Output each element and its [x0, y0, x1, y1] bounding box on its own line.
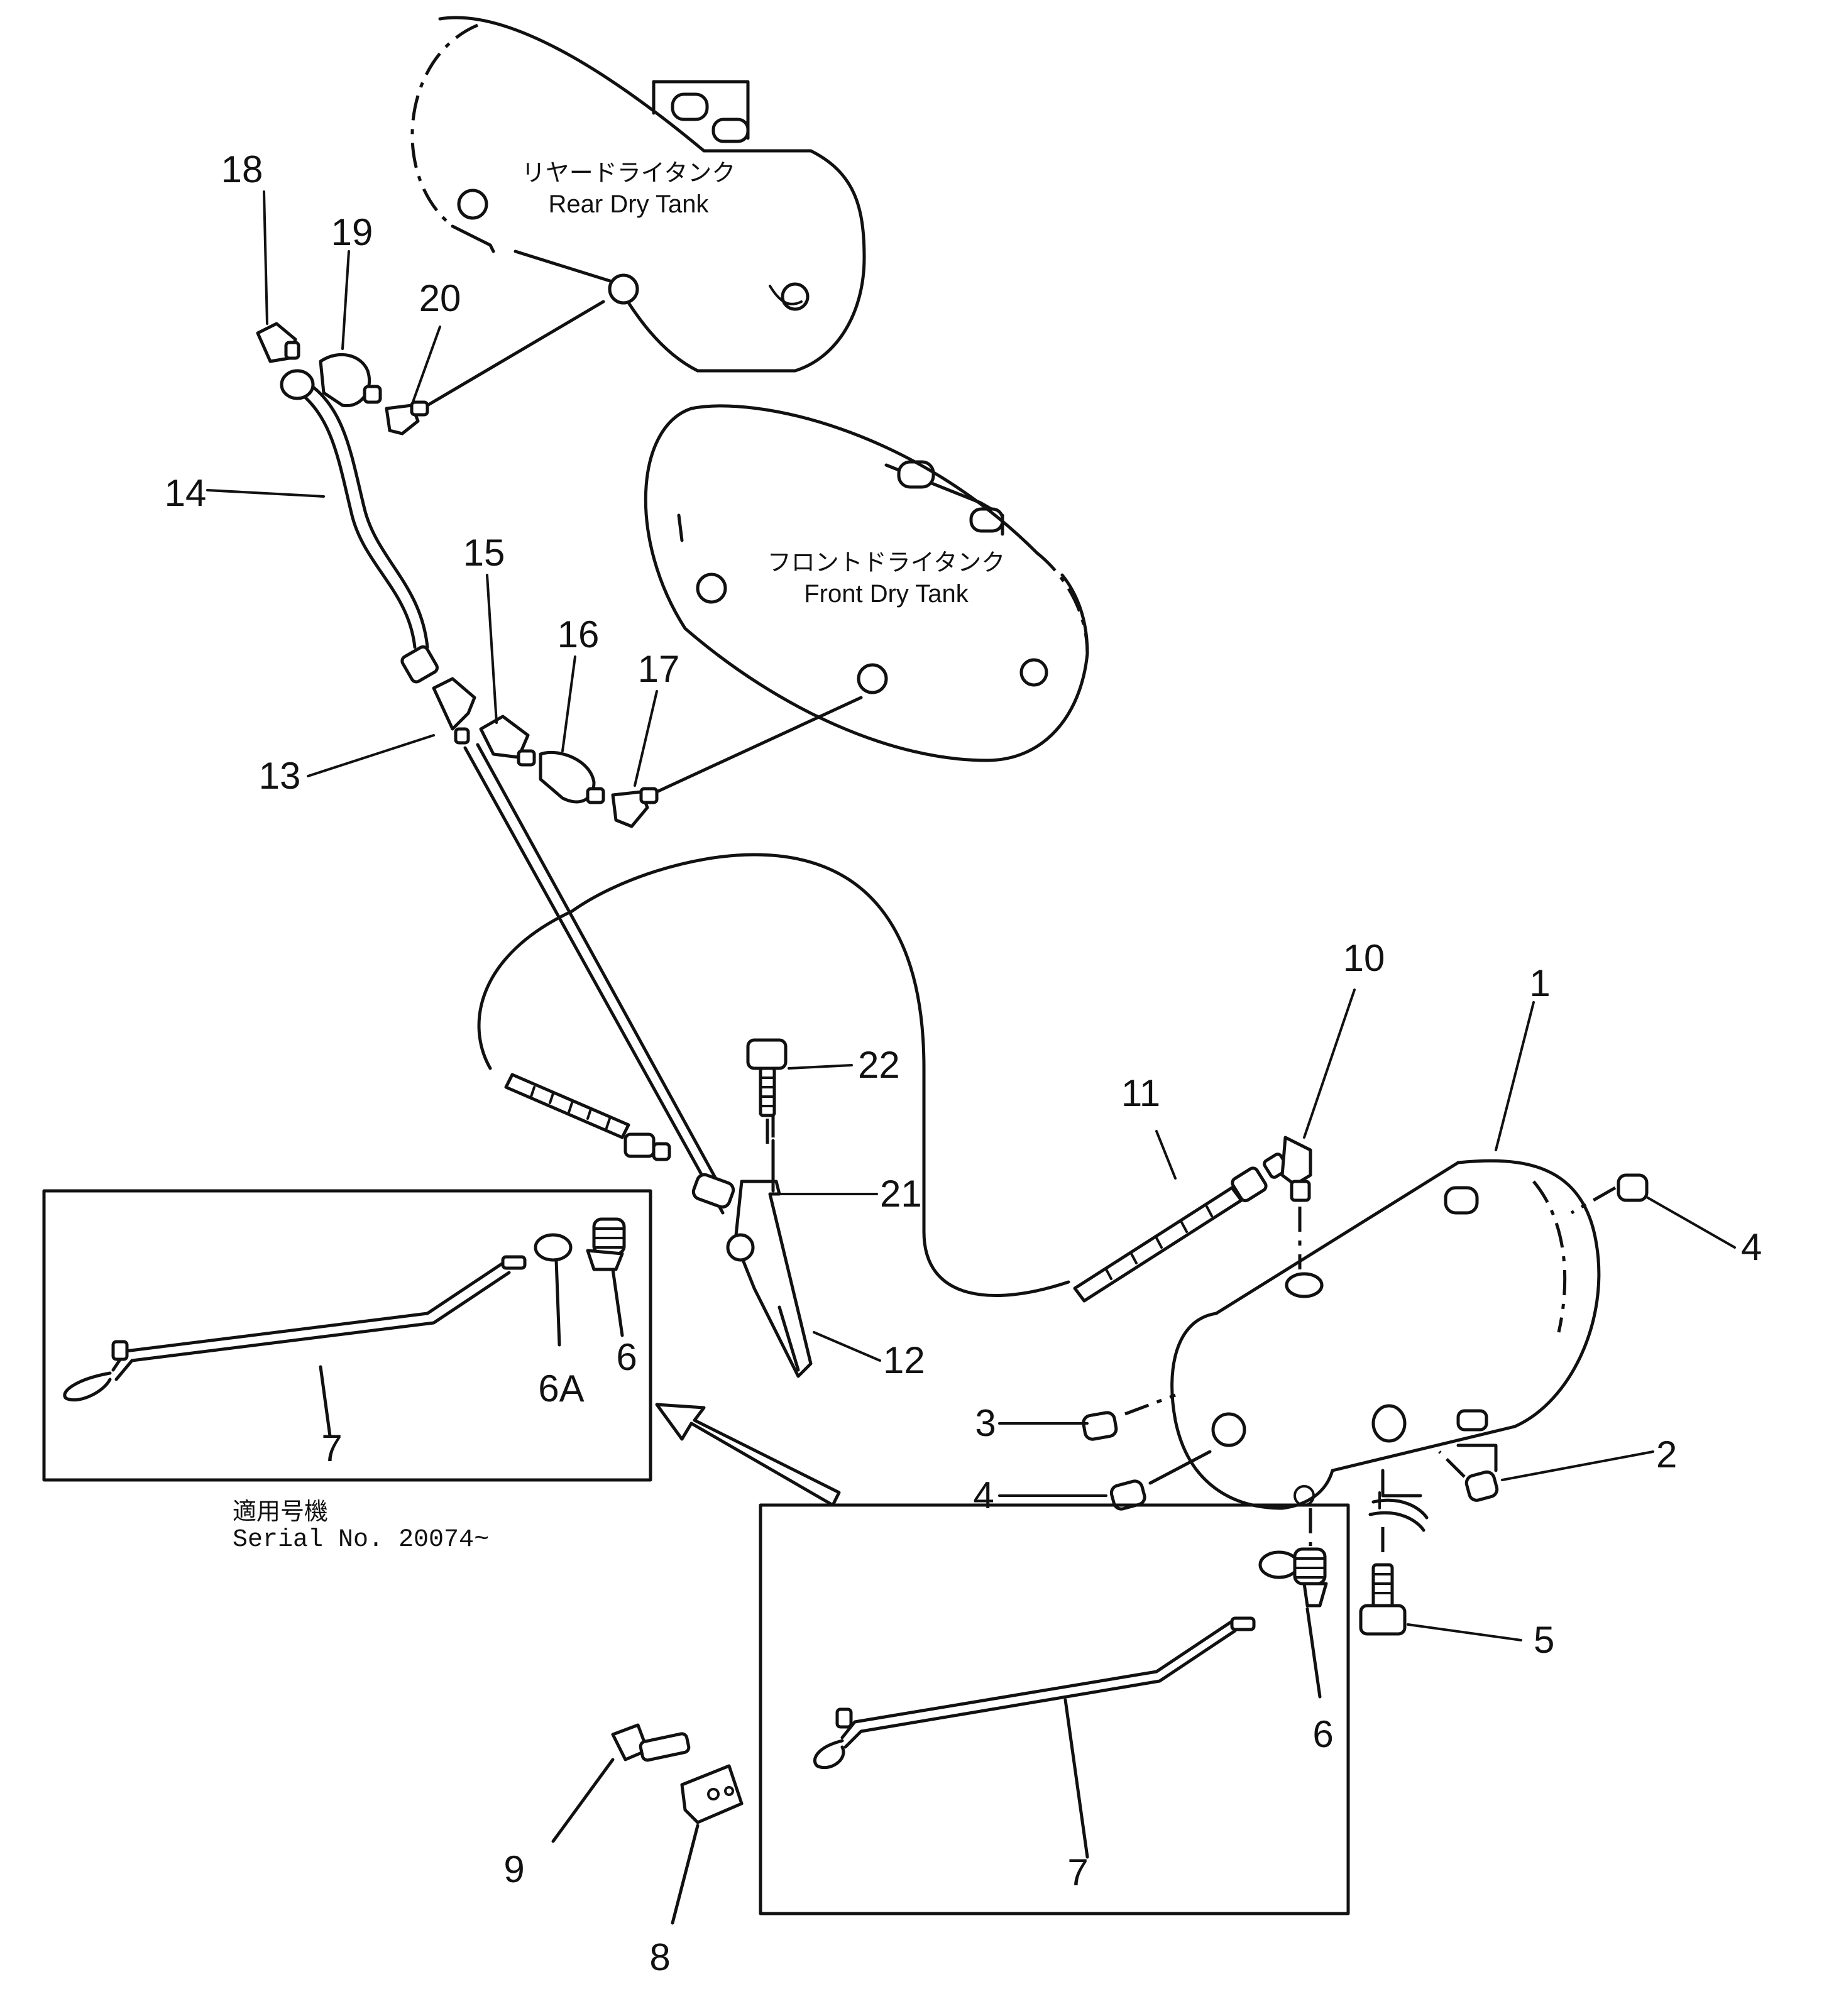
callout-4-left: 4 — [973, 1474, 994, 1516]
callout-13: 13 — [259, 755, 301, 797]
air-hose-loop — [477, 853, 1070, 1297]
callout-6-lower: 6 — [1312, 1713, 1333, 1755]
callout-15: 15 — [463, 532, 505, 574]
plugs-2-3-4 — [1082, 1173, 1649, 1511]
callout-6A: 6A — [538, 1367, 584, 1410]
detail-box-serial — [42, 1189, 652, 1482]
bolt-22 — [746, 1038, 788, 1144]
callouts: 1 2 3 4 4 5 6 6 6A 7 7 8 9 10 11 12 13 1… — [165, 148, 1762, 1978]
callout-10: 10 — [1343, 937, 1385, 979]
front-tank-label-en: Front Dry Tank — [804, 580, 969, 608]
callout-2: 2 — [1656, 1433, 1677, 1476]
pipe-13 — [463, 743, 813, 1378]
callout-14: 14 — [165, 472, 207, 514]
rear-tank-label-en: Rear Dry Tank — [549, 190, 710, 218]
pipe-14 — [280, 369, 439, 684]
callout-21: 21 — [880, 1173, 922, 1215]
callout-8: 8 — [649, 1936, 670, 1978]
fittings-18-19-20 — [256, 300, 605, 436]
hose-11 — [1073, 1153, 1289, 1303]
serial-note-en: Serial No. 20074~ — [233, 1526, 489, 1554]
bracket-8 — [671, 1764, 744, 1925]
callout-18: 18 — [221, 148, 263, 190]
callout-16: 16 — [557, 613, 600, 655]
callout-12: 12 — [883, 1339, 925, 1381]
callout-11: 11 — [1121, 1072, 1160, 1114]
bolt-9 — [551, 1723, 691, 1843]
leader-lines — [206, 190, 1736, 1641]
callout-3: 3 — [975, 1402, 996, 1444]
callout-1: 1 — [1529, 962, 1550, 1004]
serial-note-jp: 適用号機 — [233, 1498, 328, 1525]
callout-19: 19 — [331, 211, 373, 253]
direction-arrow — [655, 1403, 841, 1507]
rear-tank-label-jp: リヤードライタンク — [522, 159, 735, 187]
bolt-5 — [1359, 1498, 1429, 1636]
callout-7-upper: 7 — [321, 1427, 342, 1469]
callout-5: 5 — [1534, 1619, 1554, 1661]
detail-box-lower — [759, 1503, 1350, 1915]
callout-17: 17 — [638, 648, 680, 690]
serial-note: 適用号機 Serial No. 20074~ — [233, 1498, 489, 1554]
front-tank-label-jp: フロントドライタンク — [767, 549, 1005, 576]
rear-dry-tank: リヤードライタンク Rear Dry Tank — [410, 16, 866, 373]
callout-9: 9 — [503, 1848, 524, 1890]
elbow-fitting-10 — [1280, 1136, 1324, 1298]
callout-20: 20 — [419, 277, 461, 319]
callout-6-upper: 6 — [616, 1336, 637, 1378]
fittings-15-16-17 — [432, 677, 863, 828]
main-air-tank — [1170, 1159, 1601, 1510]
drain-valve-6 — [1258, 1508, 1328, 1608]
callout-22: 22 — [858, 1044, 900, 1086]
callout-7-lower: 7 — [1067, 1851, 1088, 1893]
front-dry-tank: フロントドライタンク Front Dry Tank — [644, 404, 1089, 762]
callout-4-right: 4 — [1741, 1226, 1762, 1268]
